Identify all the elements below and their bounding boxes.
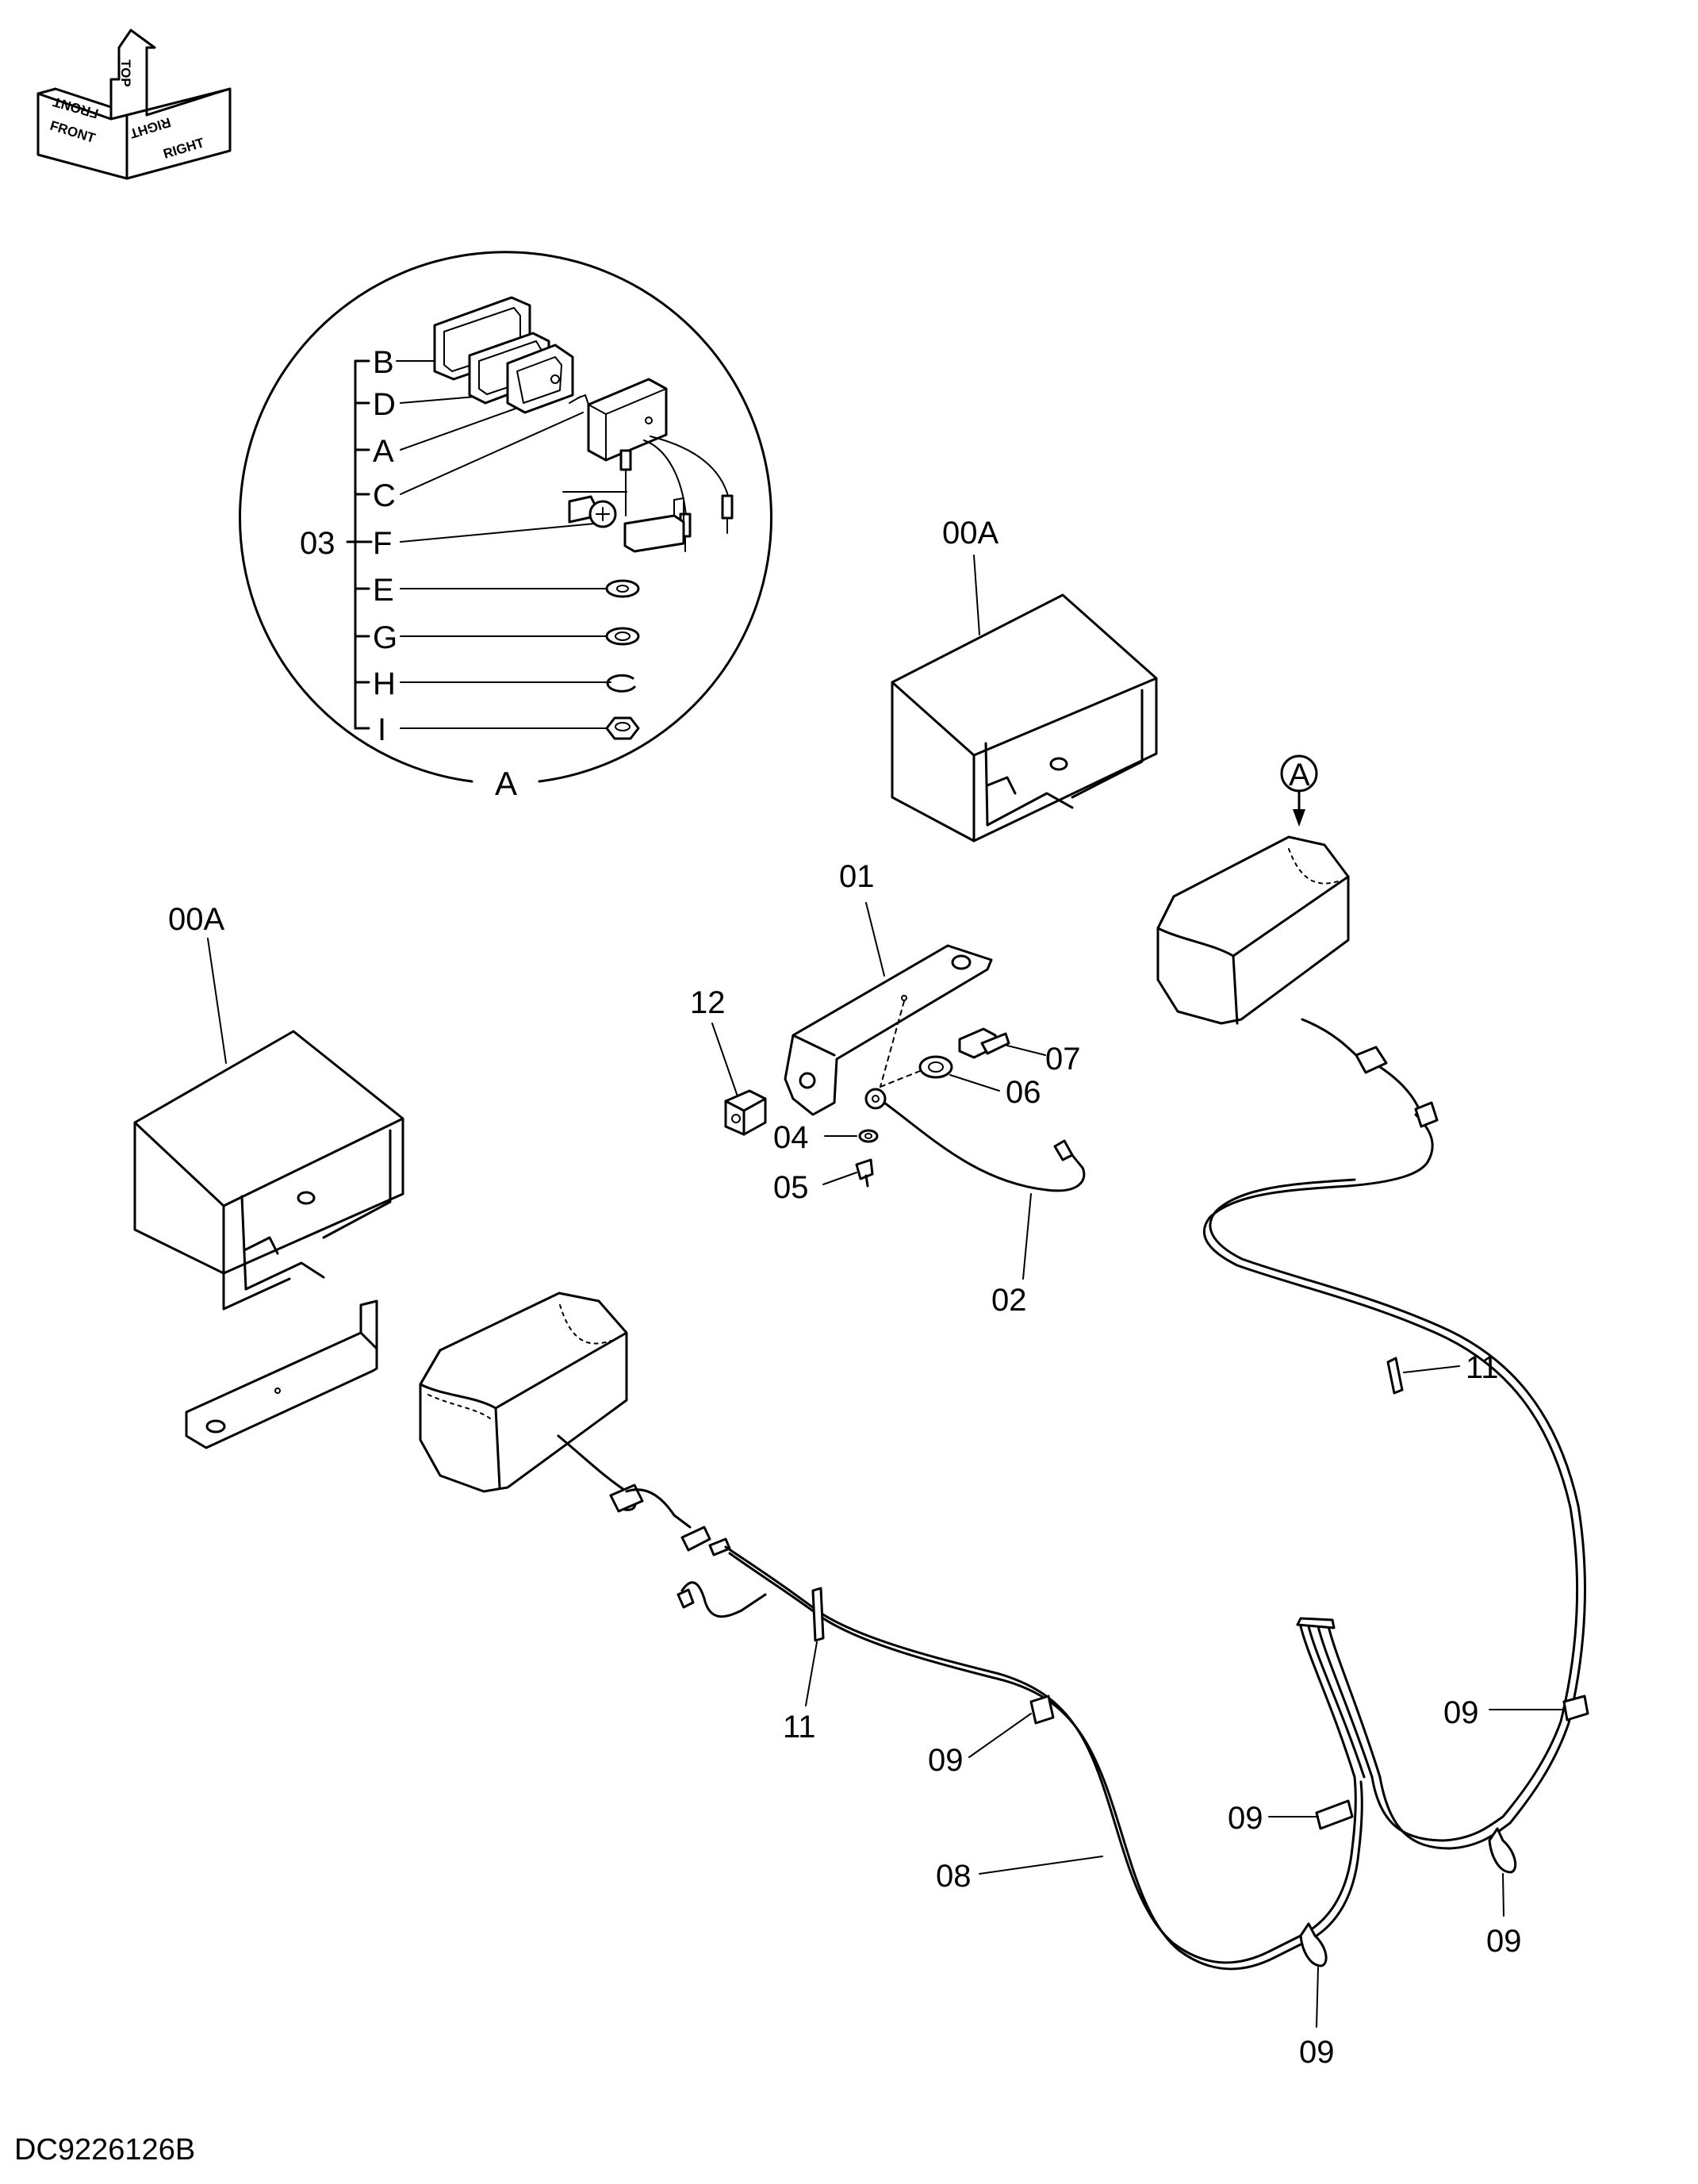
view-a-marker: A [1280,754,1318,827]
leader-02 [1022,1193,1032,1280]
lamp-body-c [569,378,668,462]
leader-12 [711,1023,738,1097]
clamp-09-d [1488,1827,1517,1874]
harness-08 [557,1018,1587,1971]
ground-wire-02 [864,1088,1086,1192]
callout-09-d: 09 [1486,1924,1522,1959]
callout-11-right: 11 [1466,1350,1499,1385]
cover-00a-lower [133,1030,404,1311]
drawing-code: DC9226126B [14,2133,195,2167]
work-light-upper [1156,835,1350,1025]
component-b-label: B [373,345,394,380]
callout-00a-upper: 00A [942,516,998,551]
tie-11-left [811,1587,825,1642]
leader-08 [979,1856,1103,1875]
callout-09-b: 09 [1443,1695,1479,1730]
leader-01 [865,902,885,977]
callout-04: 04 [773,1120,809,1155]
leader-00a-upper [973,555,980,635]
work-light-lower [419,1292,628,1493]
tie-11-right [1386,1357,1404,1395]
clamp-09-a [1029,1695,1055,1725]
orientation-top-label: TOP [118,59,133,87]
washer-06 [918,1055,953,1079]
component-i-label: I [378,712,386,747]
lockwasher-04 [858,1129,879,1143]
lamp-lens-a [506,344,574,414]
leader-09-d [1502,1873,1504,1917]
washer-e [605,579,640,598]
washer-g [605,627,640,646]
leader-09-a [968,1713,1032,1758]
cover-00a-upper [891,593,1158,843]
view-a-arrow-icon [1293,809,1305,827]
detail-a: A 03 B D A C F E G H I [239,251,772,802]
assembly-03-label: 03 [300,526,335,561]
lock-washer-h [606,674,636,693]
component-e-label: E [373,573,394,608]
clamp-09-b [1562,1695,1589,1721]
leader-06 [949,1074,1000,1092]
component-c-label: C [373,478,396,513]
callout-06: 06 [1006,1075,1041,1110]
callout-01: 01 [839,859,875,894]
callout-08: 08 [936,1859,972,1894]
callout-07: 07 [1045,1042,1081,1077]
lower-bracket [185,1299,378,1449]
nut-i [605,716,640,740]
callout-05: 05 [773,1170,809,1205]
orientation-indicator: FRONT FRONT TOP RIGHT RIGHT [36,29,232,180]
component-f-label: F [373,526,392,561]
leader-11-right [1403,1365,1460,1373]
component-h-label: H [373,666,396,701]
leader-09-e [1316,1967,1319,2028]
leader-07 [1006,1045,1046,1056]
orientation-right-mirror: RIGHT [128,114,173,141]
lamp-stud-bracket [562,449,685,553]
clamp-09-c [1315,1799,1354,1830]
bumper-12 [724,1089,767,1136]
clamp-09-e [1299,1922,1328,1967]
view-a-marker-label: A [1289,758,1310,793]
bolt-f [568,495,617,528]
component-g-label: G [373,620,397,655]
callout-12: 12 [690,985,726,1020]
bracket-01 [784,944,993,1116]
detail-a-label: A [495,765,517,802]
callout-11-left: 11 [783,1710,816,1745]
detail-circle [239,251,772,783]
screw-05 [855,1158,874,1188]
bolt-07 [958,1027,1010,1059]
callout-09-e: 09 [1299,2035,1335,2070]
component-d-label: D [373,387,396,422]
orientation-front-mirror: FRONT [51,94,100,121]
leader-00a-lower [207,938,227,1064]
component-a-label: A [373,434,394,469]
callout-09-a: 09 [928,1743,964,1778]
orientation-front-label: FRONT [48,118,98,146]
leader-05 [822,1172,857,1185]
callout-00a-lower: 00A [168,902,224,937]
leader-11-left [805,1641,818,1706]
callout-02: 02 [991,1283,1027,1318]
callout-09-c: 09 [1228,1801,1263,1836]
